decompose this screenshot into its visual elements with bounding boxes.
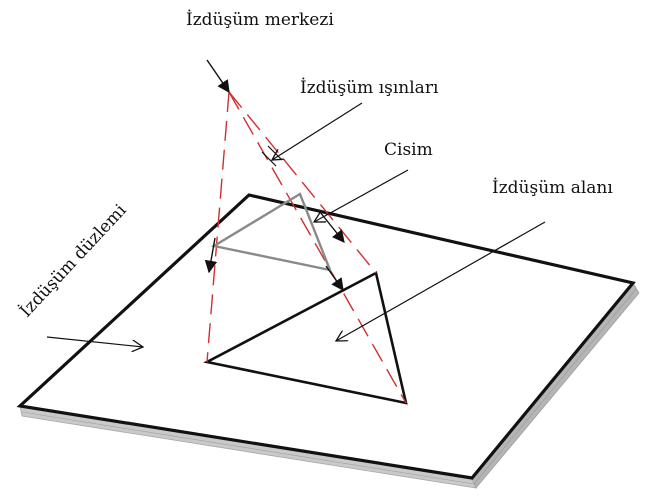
projection-ray-right bbox=[228, 91, 407, 404]
label-projection-center: İzdüşüm merkezi bbox=[186, 9, 334, 30]
arrow-left-ray bbox=[204, 237, 218, 274]
label-projection-area: İzdüşüm alanı bbox=[492, 177, 613, 198]
rays-pointer bbox=[272, 102, 363, 160]
arrow-to-center bbox=[206, 59, 230, 94]
projection-ray-middle bbox=[228, 91, 377, 274]
object-pointer bbox=[314, 169, 409, 222]
object-triangle bbox=[210, 192, 332, 272]
projection-plane bbox=[16, 193, 636, 480]
arrow-right-ray bbox=[325, 265, 344, 292]
area-pointer bbox=[336, 221, 546, 341]
label-object: Cisim bbox=[384, 140, 433, 160]
label-projection-plane: İzdüşüm düzlemi bbox=[15, 200, 131, 322]
projection-ray-left bbox=[206, 91, 230, 363]
plane-pointer bbox=[46, 336, 143, 347]
projection-rays bbox=[206, 91, 407, 404]
label-projection-rays: İzdüşüm ışınları bbox=[300, 77, 439, 98]
label-pointers bbox=[46, 102, 546, 347]
plane-edge-shadow bbox=[19, 282, 640, 489]
projected-triangle bbox=[203, 271, 408, 405]
